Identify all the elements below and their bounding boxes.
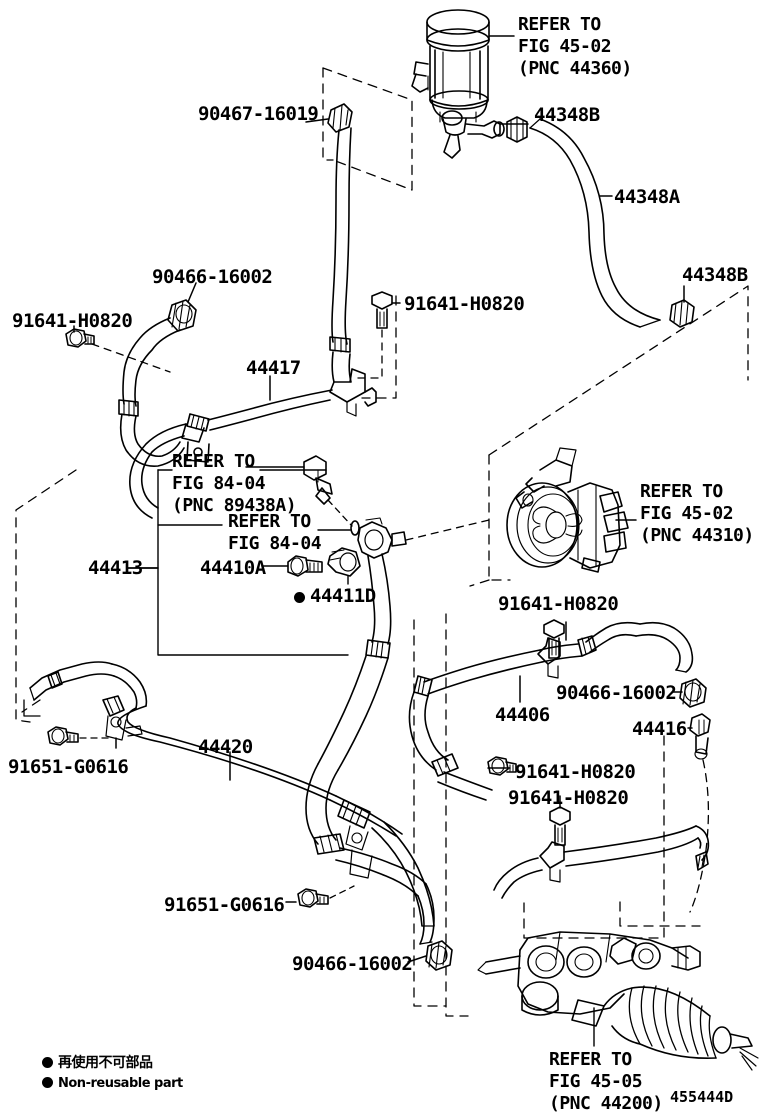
label-91651-g0616-lower: 91651-G0616 [164,894,285,916]
ref-line: REFER TO [518,14,601,35]
label-90467-16019: 90467-16019 [198,103,319,125]
label-44411d: 44411D [294,585,376,607]
ref-line: FIG 45-05 [549,1071,643,1092]
dashed-guide-center [361,295,397,399]
label-91641-h0820-mid: 91641-H0820 [515,761,636,783]
label-44406: 44406 [495,704,550,726]
label-90466-16002-bottom: 90466-16002 [292,953,413,975]
dashed-guide-pump [469,285,749,587]
label-91641-h0820-center: 91641-H0820 [404,293,525,315]
clamp-90466-16002-upper-icon [167,299,197,332]
union-fitting-icon [317,517,407,559]
label-90466-16002-upper: 90466-16002 [152,266,273,288]
leader-44416 [689,759,710,913]
leader-bolt-center [355,329,383,379]
reservoir-tank-icon [411,9,505,159]
bolt-91641-h0820-mid-icon [487,756,517,776]
non-reusable-marker-icon [294,592,305,603]
legend-japanese: 再使用不可部品 [42,1052,153,1072]
tube-44420 [29,661,435,927]
dashed-guide-bottomcenter [413,613,469,1017]
leader-91651-lower [329,885,355,899]
hose-left-branch [118,317,185,467]
ref-line: FIG 45-02 [640,503,734,524]
legend-english: Non-reusable part [42,1076,183,1091]
ref-line: FIG 84-04 [228,533,322,554]
bolt-91641-h0820-center-icon [371,291,393,329]
non-reusable-marker-icon [42,1077,53,1088]
label-44413: 44413 [88,557,143,579]
ref-line: (PNC 44310) [640,525,754,546]
bolt-91651-g0616-lower-icon [297,888,329,908]
oring-44411d-icon [327,547,361,585]
clamp-44348b-top-icon [506,116,528,143]
label-91651-g0616-upper: 91651-G0616 [8,756,129,778]
ref-line: REFER TO [549,1049,632,1070]
label-91641-h0820-lower: 91641-H0820 [508,787,629,809]
plug-44416-icon [689,713,711,760]
leader-union-to-pump [405,519,490,541]
label-leaders [73,35,693,963]
label-44348a: 44348A [614,186,680,208]
bolt-91641-h0820-lower-icon [549,806,571,846]
ref-callout-44360: REFER TO FIG 45-02 (PNC 44360) [518,14,632,80]
label-44420: 44420 [198,736,253,758]
power-steering-pump-icon [506,447,629,573]
bracket-lower-right [539,841,565,883]
dashed-guide-top [322,67,413,191]
label-44417: 44417 [246,357,301,379]
steering-gear-icon [477,931,759,1071]
leader-89438a [327,499,353,527]
tube-lower-right [493,825,710,899]
label-91641-h0820-upper-left: 91641-H0820 [12,310,133,332]
bolt-91641-h0820-right-upper-icon [543,619,565,659]
fitting-89438a-icon [245,455,333,505]
clamp-90466-16002-right-icon [679,678,707,708]
dashed-guide-rightlower [523,735,701,939]
ref-callout-44200: REFER TO FIG 45-05 (PNC 44200) [549,1049,663,1115]
fitting-44410a-icon [261,555,323,577]
dashed-guide-leftlower [15,469,77,723]
clamp-90466-16002-bottom-icon [425,940,453,971]
ref-line: REFER TO [228,511,311,532]
non-reusable-marker-icon [42,1057,53,1068]
tube-44417 [129,127,377,519]
label-44410a: 44410A [200,557,266,579]
leader-bolt-upper-left [91,343,171,373]
label-44348b-top: 44348B [534,104,600,126]
ref-line: (PNC 89438A) [172,495,297,516]
label-90466-16002-right: 90466-16002 [556,682,677,704]
clamp-90467-16019-icon [327,103,353,133]
hose-44348a [529,118,661,328]
label-44348b-right: 44348B [682,264,748,286]
label-44416: 44416 [632,718,687,740]
ref-callout-8404: REFER TO FIG 84-04 [228,511,322,555]
bolt-91651-g0616-upper-icon [47,726,79,746]
ref-line: FIG 45-02 [518,36,612,57]
ref-line: REFER TO [640,481,723,502]
ref-line: FIG 84-04 [172,473,266,494]
label-91641-h0820-right-upper: 91641-H0820 [498,593,619,615]
ref-line: (PNC 44360) [518,58,632,79]
ref-line: REFER TO [172,451,255,472]
tube-44406 [408,621,694,801]
ref-callout-89438a: REFER TO FIG 84-04 (PNC 89438A) [172,451,297,517]
hose-44413 [305,553,435,945]
diagram-id: 455444D [670,1088,734,1106]
ref-line: (PNC 44200) [549,1093,663,1114]
ref-callout-44310: REFER TO FIG 45-02 (PNC 44310) [640,481,754,547]
